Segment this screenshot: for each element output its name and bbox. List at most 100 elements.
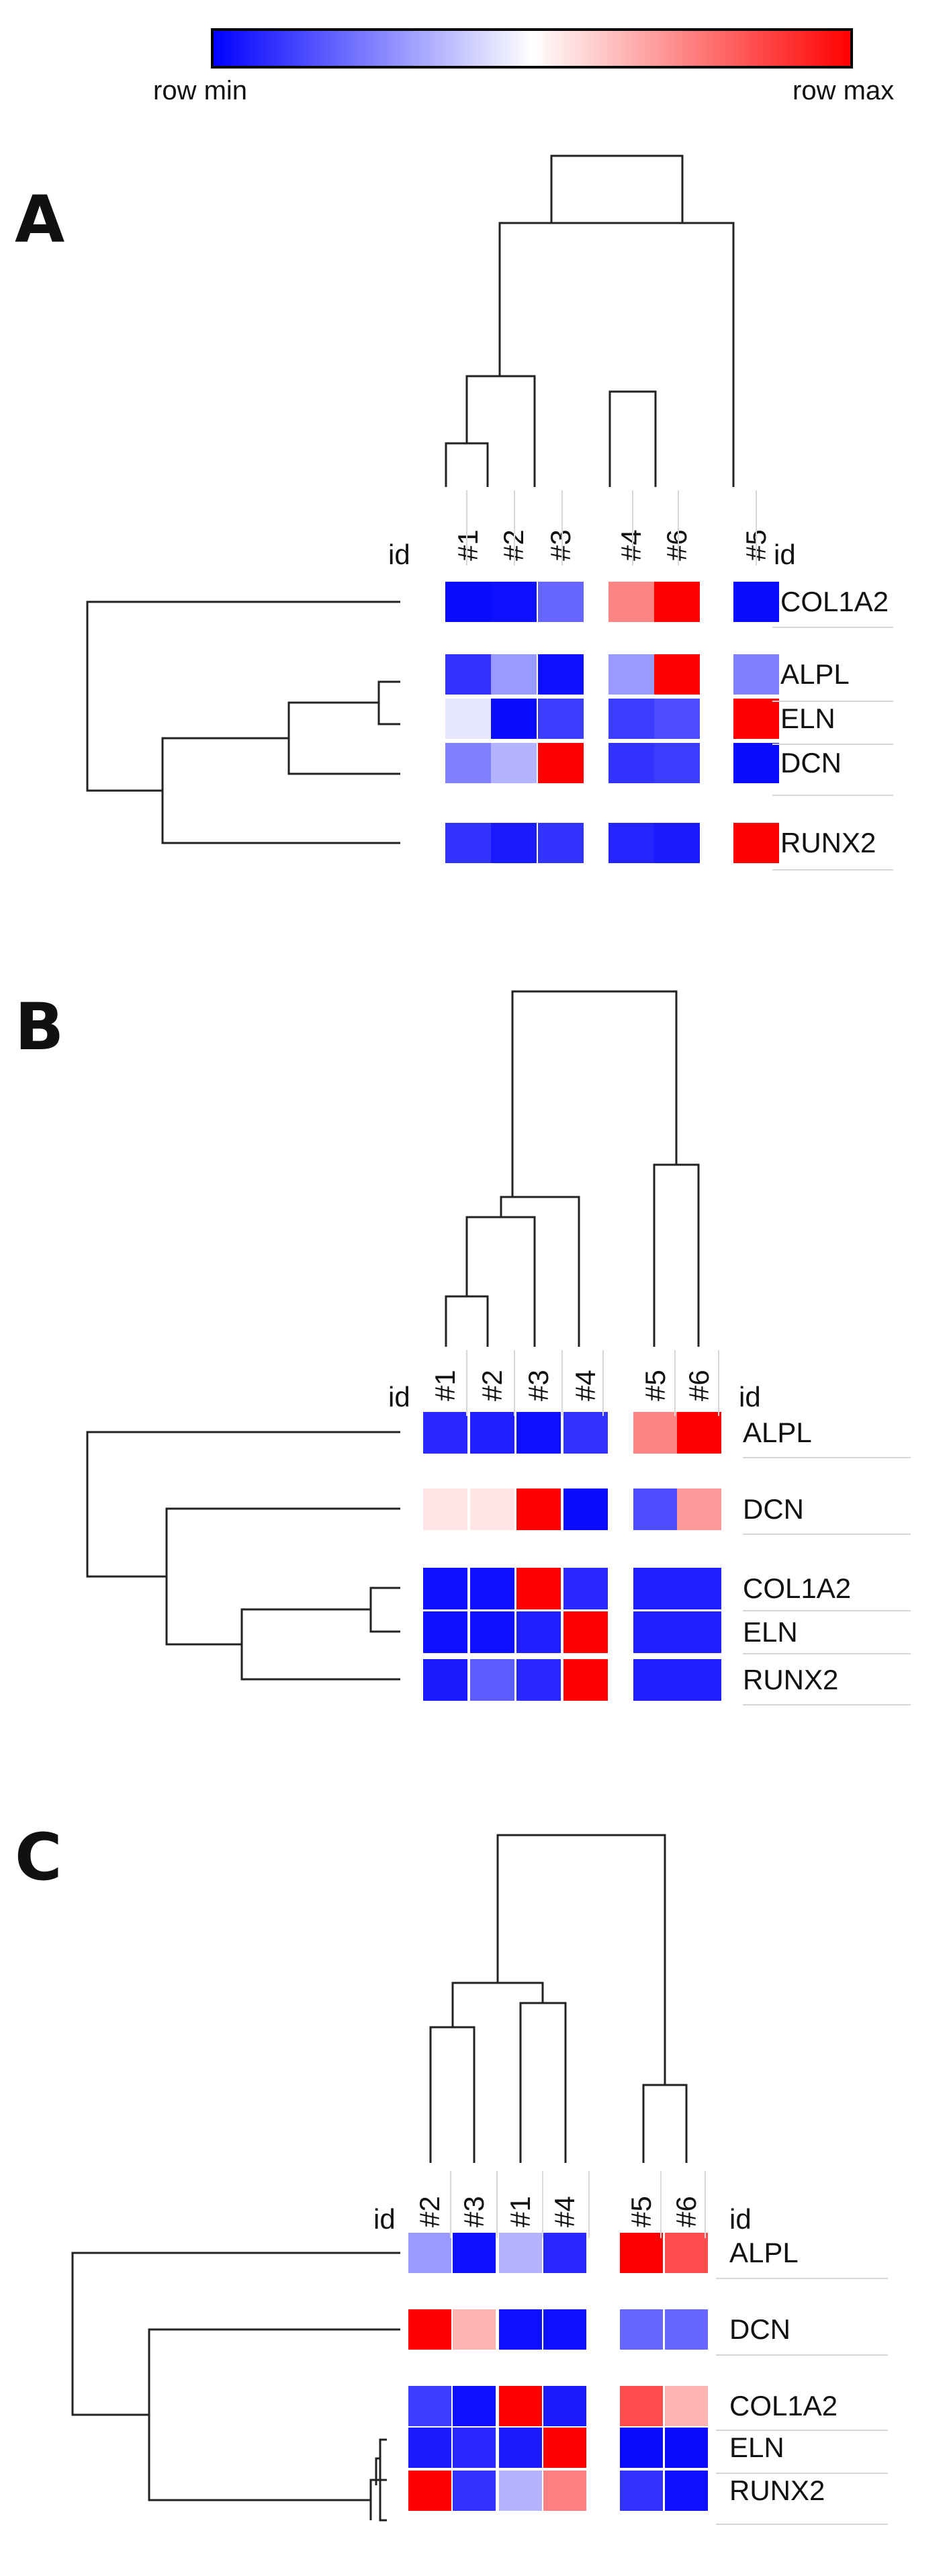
panel-a-cell	[538, 699, 584, 739]
legend-min-label: row min	[153, 76, 247, 105]
panel-c-cell	[408, 2233, 451, 2273]
panel-c-cell	[499, 2471, 542, 2511]
panel-b-cell	[516, 1489, 561, 1530]
panel-C-row-dendrogram	[71, 2252, 400, 2522]
panel-c-cell	[408, 2309, 451, 2350]
panel-a-cell	[654, 582, 700, 622]
panel-b-cell	[633, 1659, 678, 1701]
panel-b-cell	[563, 1568, 608, 1609]
panel-a-cell	[538, 582, 584, 622]
panel-b-column-label: #6	[683, 1370, 715, 1401]
panel-label-A: A	[15, 182, 64, 257]
panel-a-cell	[654, 699, 700, 739]
panel-c-cell	[543, 2428, 586, 2468]
panel-A-axis-ticks	[466, 490, 757, 566]
panel-c-cell	[543, 2471, 586, 2511]
panel-c-cell	[665, 2233, 708, 2273]
panel-c-column-label: #4	[549, 2196, 580, 2227]
panel-b-column-label: #3	[523, 1370, 554, 1401]
panel-B-row-dendrogram	[86, 1431, 400, 1681]
panel-c-cell	[620, 2233, 663, 2273]
panel-a-cell	[733, 582, 779, 622]
panel-A-row-separators	[772, 627, 893, 871]
panel-b-cell	[563, 1412, 608, 1454]
panel-a-cell	[445, 699, 491, 739]
panel-a-cell	[733, 654, 779, 695]
panel-b-cell	[563, 1659, 608, 1701]
panel-b-row-label: ELN	[743, 1616, 798, 1648]
panel-b-cell	[677, 1489, 721, 1530]
panel-c-cell	[665, 2309, 708, 2350]
panel-b-cell	[423, 1568, 467, 1609]
panel-b-cell	[423, 1611, 467, 1653]
panel-a-cell	[445, 582, 491, 622]
panel-a-row-label: RUNX2	[780, 827, 876, 858]
panel-a-cell	[491, 582, 537, 622]
panel-c-id-label-left: id	[373, 2203, 396, 2235]
panel-c-cell	[620, 2386, 663, 2426]
panel-b-column-label: #5	[639, 1370, 671, 1401]
panel-b-cell	[470, 1611, 514, 1653]
panel-a-column-label: #1	[452, 529, 484, 561]
panel-a-cell	[538, 743, 584, 783]
panel-c-cell	[620, 2471, 663, 2511]
panel-C-column-dendrogram	[429, 1834, 688, 2163]
panel-c-cell	[620, 2428, 663, 2468]
panel-B-axis-ticks	[466, 1350, 719, 1416]
panel-b-cell	[677, 1611, 721, 1653]
legend-gradient-bar	[211, 28, 853, 69]
panel-a-cell	[608, 699, 654, 739]
panel-c-cell	[453, 2233, 496, 2273]
panel-b-cell	[516, 1568, 561, 1609]
panel-a-id-label-right: id	[774, 539, 796, 570]
panel-b-row-label: COL1A2	[743, 1572, 851, 1604]
panel-c-cell	[408, 2428, 451, 2468]
panel-a-cell	[654, 743, 700, 783]
panel-A-row-dendrogram	[86, 601, 400, 844]
panel-label-B: B	[15, 989, 64, 1065]
panel-c-cell	[665, 2386, 708, 2426]
panel-c-cell	[665, 2428, 708, 2468]
panel-c-column-label: #5	[625, 2196, 657, 2227]
panel-a-column-label: #6	[661, 529, 692, 561]
panel-B-row-separators	[743, 1457, 911, 1705]
panel-b-row-label: DCN	[743, 1493, 804, 1525]
panel-b-cell	[516, 1412, 561, 1454]
panel-b-cell	[633, 1489, 678, 1530]
panel-a-row-label: DCN	[780, 747, 842, 779]
panel-a-cell	[654, 654, 700, 695]
panel-b-cell	[423, 1412, 467, 1454]
panel-b-row-label: RUNX2	[743, 1664, 838, 1695]
panel-c-id-label-right: id	[729, 2203, 752, 2235]
panel-b-cell	[516, 1659, 561, 1701]
panel-B-column-dendrogram	[445, 990, 700, 1347]
panel-A-column-dendrogram	[445, 154, 735, 487]
panel-c-column-label: #3	[458, 2196, 490, 2227]
panel-a-cell	[608, 823, 654, 863]
panel-c-cell	[543, 2233, 586, 2273]
panel-C-axis-ticks	[450, 2171, 706, 2238]
panel-c-cell	[665, 2471, 708, 2511]
panel-c-cell	[453, 2471, 496, 2511]
panel-a-cell	[608, 582, 654, 622]
panel-c-row-label: RUNX2	[729, 2475, 825, 2506]
panel-a-column-label: #3	[545, 529, 576, 561]
panel-b-cell	[677, 1412, 721, 1454]
panel-a-cell	[491, 743, 537, 783]
panel-b-column-label: #1	[429, 1370, 461, 1401]
panel-b-row-label: ALPL	[743, 1417, 812, 1448]
panel-a-column-label: #2	[498, 529, 529, 561]
panel-c-cell	[499, 2428, 542, 2468]
panel-b-cell	[633, 1412, 678, 1454]
panel-a-cell	[491, 654, 537, 695]
panel-b-cell	[677, 1568, 721, 1609]
panel-c-column-label: #6	[670, 2196, 702, 2227]
panel-b-cell	[633, 1568, 678, 1609]
panel-c-cell	[408, 2471, 451, 2511]
panel-label-C: C	[15, 1820, 62, 1895]
panel-a-row-label: ELN	[780, 703, 835, 734]
